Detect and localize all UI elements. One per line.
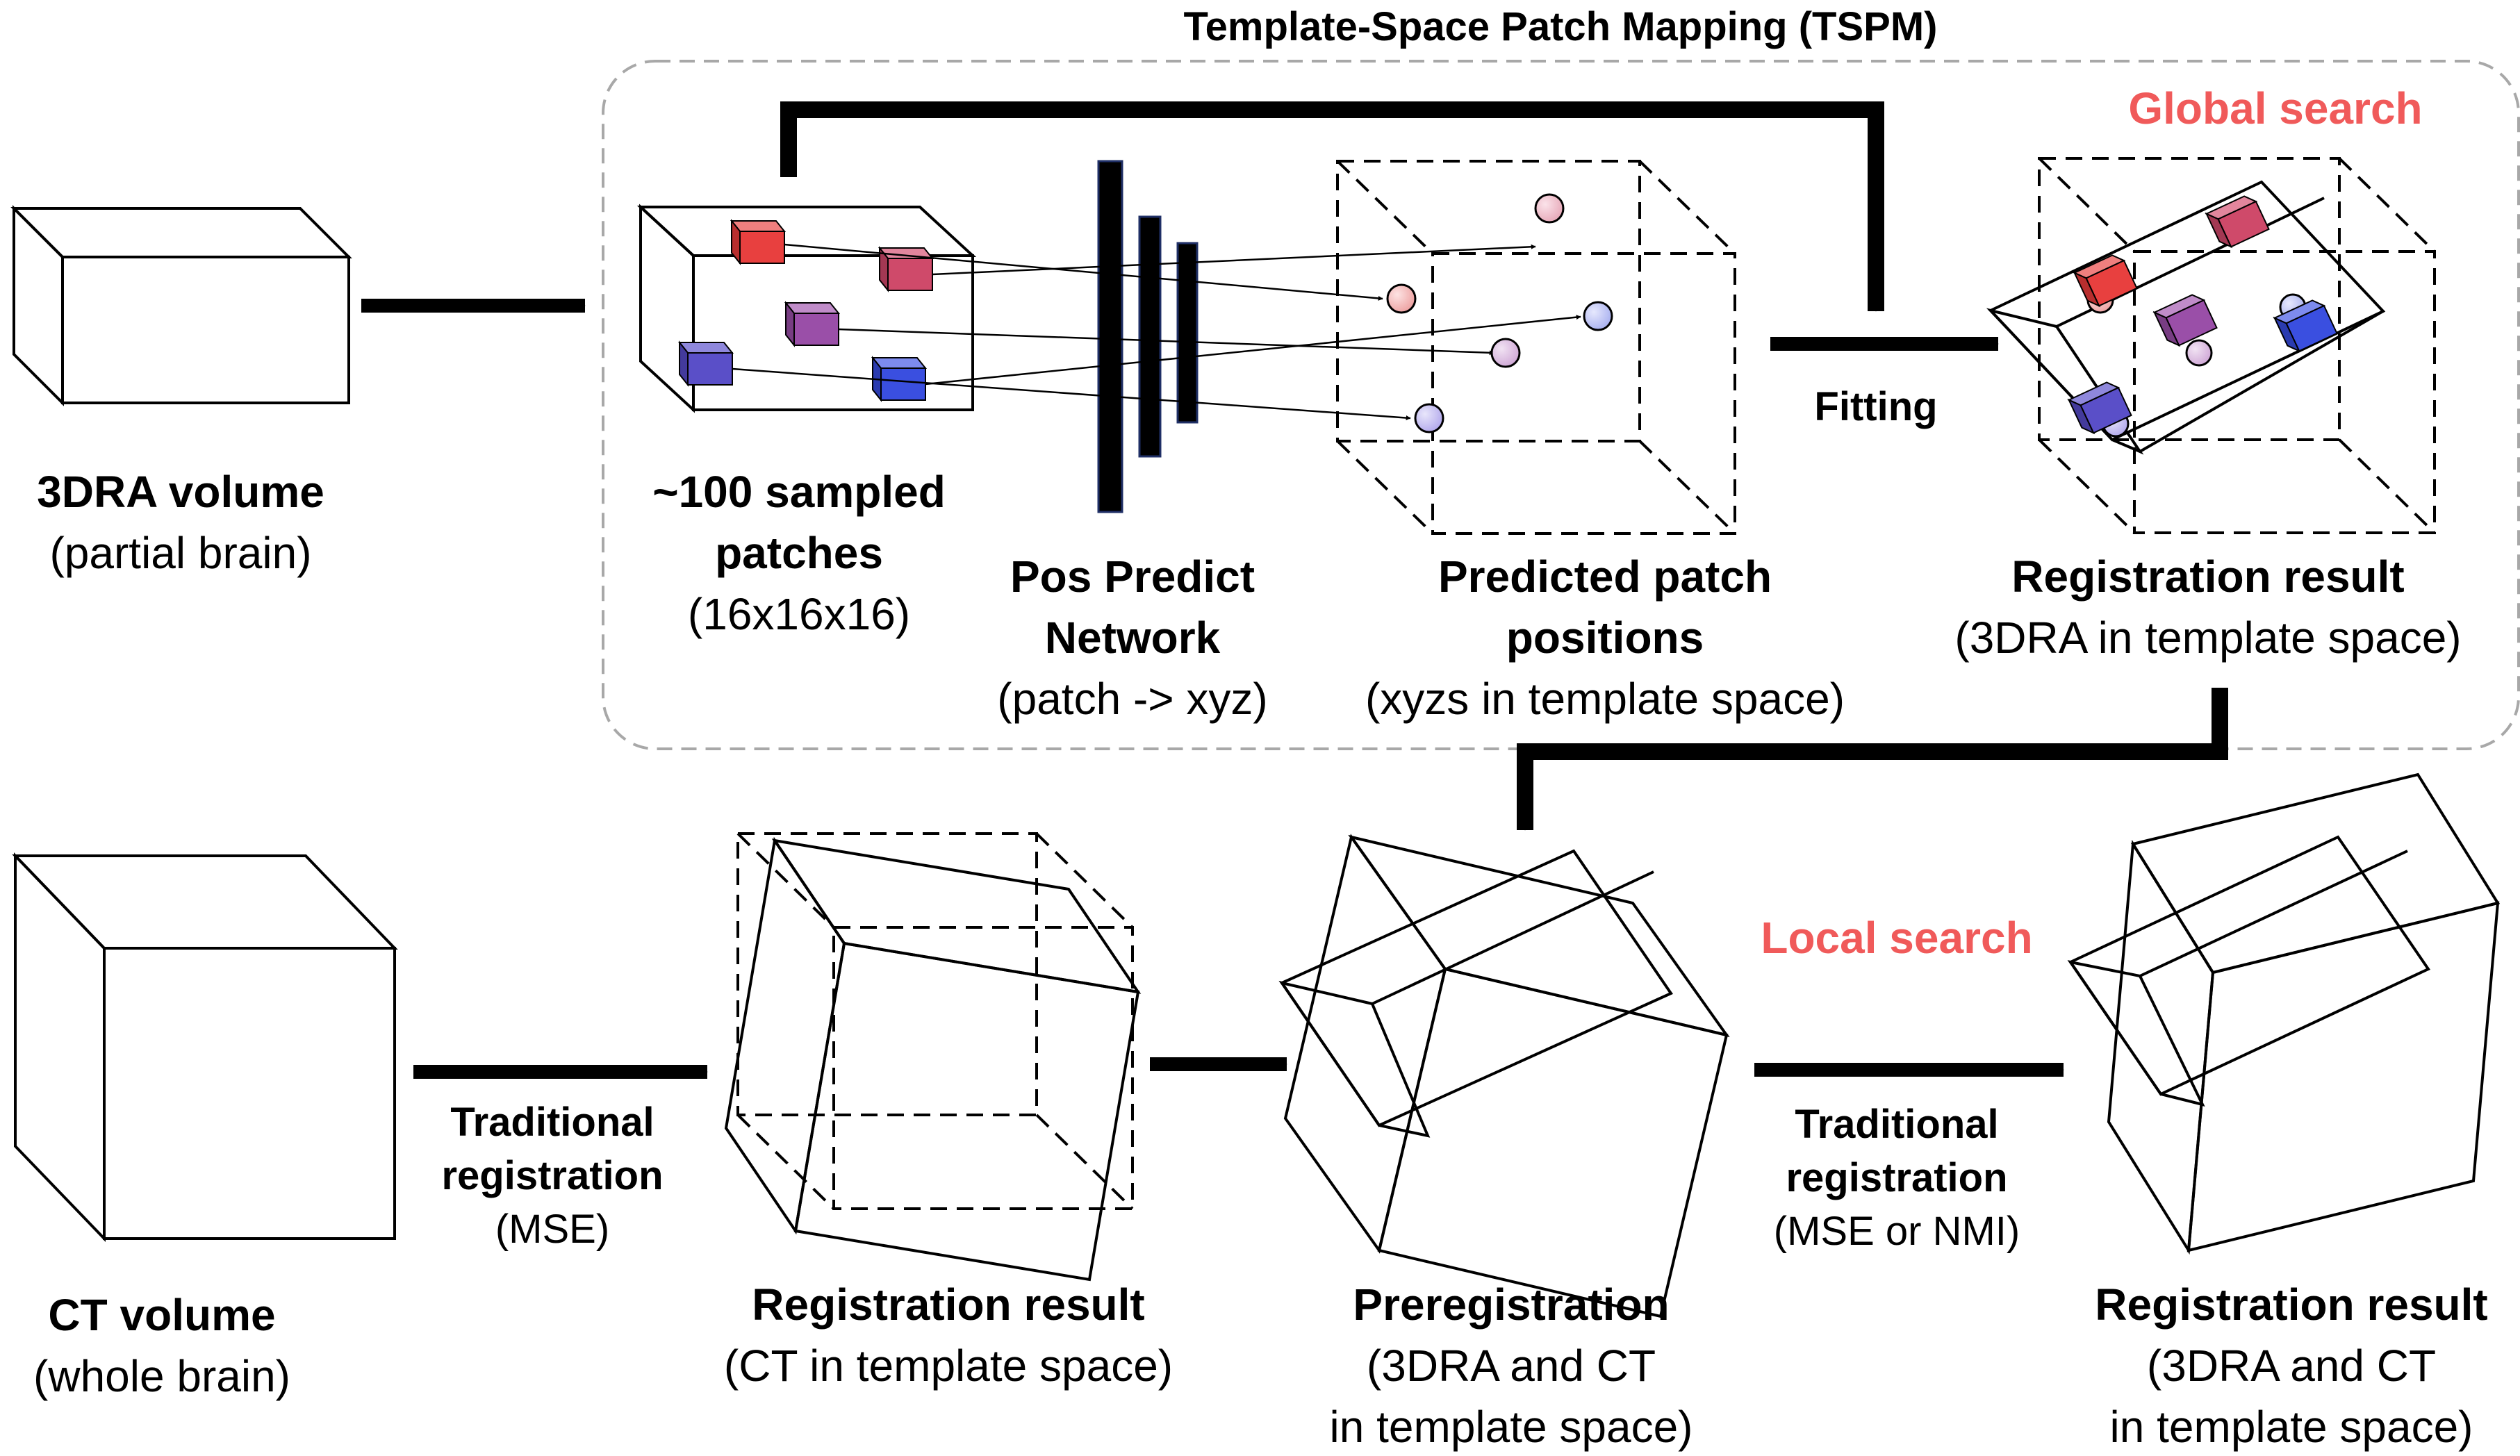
final-registration-subtitle-2: in template space)	[2110, 1402, 2473, 1452]
preregistration-volumes	[1278, 834, 1730, 1318]
final-registration-subtitle-1: (3DRA and CT	[2147, 1341, 2436, 1391]
pos-predict-title-2: Network	[1045, 613, 1221, 663]
pos-predict-network-bars	[1097, 160, 1199, 513]
traditional-mse-nmi-line2: registration	[1786, 1155, 2007, 1200]
sampled-patches-box	[636, 204, 977, 413]
predicted-sphere-indigo	[1414, 403, 1444, 433]
predicted-sphere-red	[1386, 283, 1417, 314]
registration-result-top-subtitle: (3DRA in template space)	[1954, 613, 2461, 663]
fitted-cube-purple	[2152, 294, 2218, 347]
final-registration-title: Registration result	[2095, 1280, 2487, 1330]
preregistration-title: Preregistration	[1353, 1280, 1669, 1330]
preregistration-subtitle-2: in template space)	[1330, 1402, 1693, 1452]
traditional-mse-nmi-line1: Traditional	[1795, 1102, 1998, 1147]
predicted-positions-box	[1336, 160, 1736, 535]
fitted-cube-indigo	[2067, 381, 2132, 435]
fitted-sphere-purple	[2185, 339, 2213, 367]
registration-result-ct-template	[736, 832, 1134, 1210]
patch-cube-blue	[871, 356, 928, 402]
ct-volume-box	[12, 852, 398, 1242]
traditional-mse-line2: registration	[441, 1153, 663, 1198]
patch-cube-indigo	[677, 340, 734, 387]
pos-predict-subtitle: (patch -> xyz)	[997, 674, 1267, 724]
ct-volume-subtitle: (whole brain)	[33, 1351, 290, 1401]
arrow-registration-to-preregistration	[1517, 688, 2228, 831]
arrow-patches-to-fitting	[780, 101, 1884, 312]
preregistration-subtitle-1: (3DRA and CT	[1367, 1341, 1656, 1391]
sampled-patches-subtitle: (16x16x16)	[688, 589, 910, 639]
final-registration-volumes	[2067, 772, 2501, 1255]
global-search-label: Global search	[2128, 83, 2422, 133]
predicted-positions-title-1: Predicted patch	[1438, 552, 1772, 602]
dra-volume-subtitle: (partial brain)	[49, 528, 311, 578]
sampled-patches-title-1: ~100 sampled	[652, 467, 946, 517]
local-search-label: Local search	[1761, 913, 2032, 963]
fitted-cube-red	[2073, 254, 2138, 308]
sampled-patches-title-2: patches	[715, 528, 883, 578]
traditional-mse-line1: Traditional	[450, 1100, 654, 1145]
registration-result-top-template	[2038, 157, 2436, 534]
predicted-positions-title-2: positions	[1506, 613, 1704, 663]
patch-cube-red	[730, 219, 787, 265]
predicted-sphere-pink	[1534, 193, 1565, 224]
fitted-cube-pink	[2205, 195, 2270, 249]
patch-mapping-lines	[732, 243, 1581, 421]
traditional-mse-line3: (MSE)	[495, 1207, 609, 1252]
dra-volume-box	[10, 205, 352, 406]
predicted-sphere-blue	[1583, 301, 1613, 331]
registration-result-ct-title: Registration result	[752, 1280, 1144, 1330]
patch-cube-pink	[878, 246, 934, 292]
ct-volume-title: CT volume	[48, 1290, 275, 1340]
fitting-label: Fitting	[1814, 384, 1937, 429]
dra-volume-title: 3DRA volume	[37, 467, 324, 517]
predicted-positions-subtitle: (xyzs in template space)	[1365, 674, 1845, 724]
patch-cube-purple	[784, 301, 841, 347]
registration-result-ct-volume	[724, 836, 1142, 1282]
registration-result-top-title: Registration result	[2011, 552, 2404, 602]
tspm-title: Template-Space Patch Mapping (TSPM)	[1184, 4, 1938, 49]
predicted-sphere-purple	[1490, 338, 1521, 368]
pos-predict-title-1: Pos Predict	[1010, 552, 1255, 602]
fitted-cube-blue	[2273, 299, 2338, 353]
traditional-mse-nmi-line3: (MSE or NMI)	[1774, 1209, 2020, 1254]
registration-result-ct-subtitle: (CT in template space)	[724, 1341, 1173, 1391]
